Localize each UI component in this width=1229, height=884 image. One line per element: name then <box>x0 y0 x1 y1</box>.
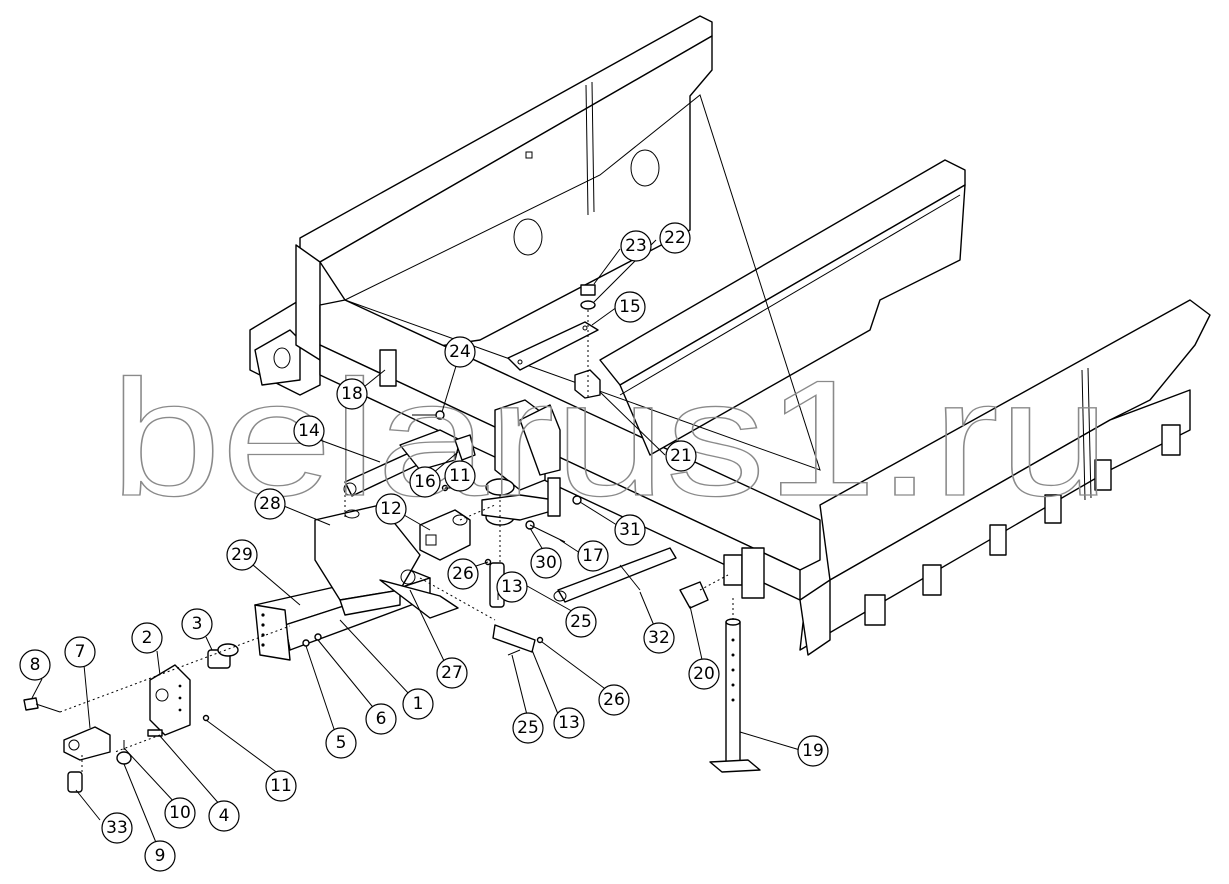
svg-text:17: 17 <box>582 546 604 566</box>
callout-32: 32 <box>643 622 675 654</box>
callout-9: 9 <box>144 840 176 872</box>
svg-text:25: 25 <box>570 612 592 632</box>
svg-text:2: 2 <box>142 628 153 648</box>
svg-text:23: 23 <box>625 236 647 256</box>
svg-text:29: 29 <box>231 545 253 565</box>
callout-29: 29 <box>226 539 258 571</box>
svg-text:24: 24 <box>449 342 471 362</box>
callout-13a: 13 <box>496 571 528 603</box>
callout-25b: 25 <box>512 712 544 744</box>
assembly-axes <box>59 310 734 772</box>
svg-text:6: 6 <box>376 709 387 729</box>
svg-text:12: 12 <box>380 499 402 519</box>
svg-text:28: 28 <box>259 494 281 514</box>
svg-text:3: 3 <box>192 614 203 634</box>
svg-text:11: 11 <box>449 466 471 486</box>
svg-text:14: 14 <box>298 421 320 441</box>
callout-17: 17 <box>577 540 609 572</box>
callout-23: 23 <box>620 230 652 262</box>
svg-text:11: 11 <box>270 776 292 796</box>
svg-text:8: 8 <box>30 655 41 675</box>
svg-text:25: 25 <box>517 718 539 738</box>
svg-text:21: 21 <box>670 446 692 466</box>
svg-text:32: 32 <box>648 628 670 648</box>
callout-26b: 26 <box>598 684 630 716</box>
callout-14: 14 <box>293 415 325 447</box>
svg-text:5: 5 <box>336 733 347 753</box>
callout-15: 15 <box>614 291 646 323</box>
callout-27: 27 <box>436 657 468 689</box>
frame-body <box>249 15 1211 656</box>
svg-text:16: 16 <box>414 472 436 492</box>
callout-33: 33 <box>101 812 133 844</box>
callout-21: 21 <box>665 440 697 472</box>
callout-11b: 11 <box>444 460 476 492</box>
svg-text:13: 13 <box>501 577 523 597</box>
callout-13b: 13 <box>553 707 585 739</box>
callout-20: 20 <box>688 658 720 690</box>
callout-11a: 11 <box>265 770 297 802</box>
callout-3: 3 <box>181 608 213 640</box>
svg-text:20: 20 <box>693 664 715 684</box>
callout-30: 30 <box>530 547 562 579</box>
callout-18: 18 <box>336 378 368 410</box>
callout-28: 28 <box>254 488 286 520</box>
svg-text:26: 26 <box>452 564 474 584</box>
callout-24: 24 <box>444 336 476 368</box>
svg-text:22: 22 <box>664 228 686 248</box>
callout-2: 2 <box>131 622 163 654</box>
svg-text:10: 10 <box>169 803 191 823</box>
svg-text:1: 1 <box>413 694 424 714</box>
callout-22: 22 <box>659 222 691 254</box>
callout-25a: 25 <box>565 606 597 638</box>
support-leg <box>709 547 765 773</box>
callout-bubbles: 1 2 3 4 5 6 7 8 9 10 11 11 12 13 13 14 1… <box>19 222 829 872</box>
callout-6: 6 <box>365 703 397 735</box>
svg-text:19: 19 <box>802 741 824 761</box>
callout-19: 19 <box>797 735 829 767</box>
callout-1: 1 <box>402 688 434 720</box>
svg-text:7: 7 <box>75 642 86 662</box>
callout-8: 8 <box>19 649 51 681</box>
svg-text:26: 26 <box>603 690 625 710</box>
svg-text:27: 27 <box>441 663 463 683</box>
svg-text:13: 13 <box>558 713 580 733</box>
callout-7: 7 <box>64 636 96 668</box>
callout-16: 16 <box>409 466 441 498</box>
svg-text:18: 18 <box>341 384 363 404</box>
hitch-bracket <box>202 284 709 722</box>
svg-text:31: 31 <box>619 520 641 540</box>
svg-text:9: 9 <box>155 846 166 866</box>
svg-text:4: 4 <box>219 806 230 826</box>
callout-10: 10 <box>164 797 196 829</box>
callout-31: 31 <box>614 514 646 546</box>
svg-text:33: 33 <box>106 818 128 838</box>
callout-26a: 26 <box>447 558 479 590</box>
drawbar-assembly <box>23 504 459 793</box>
callout-12: 12 <box>375 493 407 525</box>
svg-text:15: 15 <box>619 297 641 317</box>
callout-5: 5 <box>325 727 357 759</box>
svg-text:30: 30 <box>535 553 557 573</box>
callout-4: 4 <box>208 800 240 832</box>
